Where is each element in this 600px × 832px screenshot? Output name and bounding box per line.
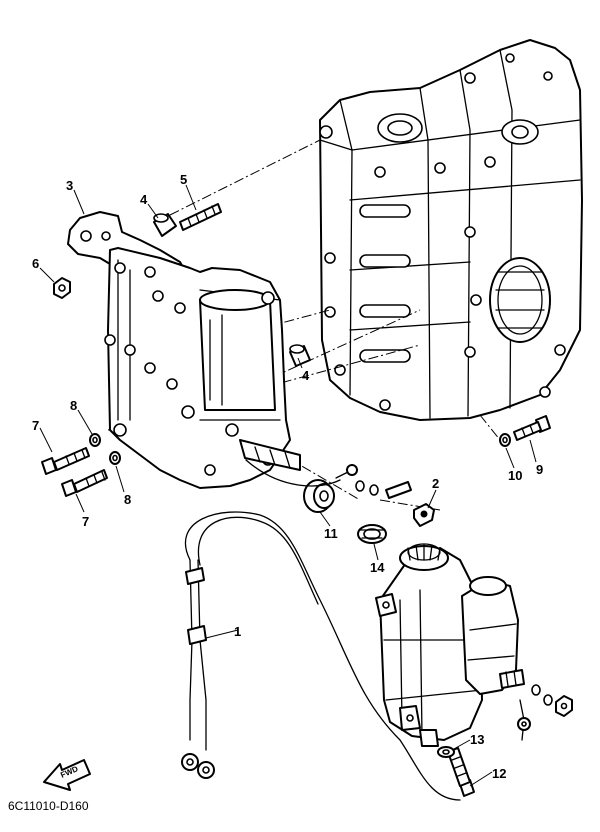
callout-14: 14	[370, 560, 385, 575]
starter-motor	[375, 543, 525, 747]
bolt-part-9	[513, 415, 551, 441]
engine-block	[319, 39, 583, 421]
callout-9: 9	[536, 462, 543, 477]
leader-lines	[39, 184, 537, 787]
starter-terminal-hardware	[531, 684, 573, 717]
callout-5: 5	[180, 172, 187, 187]
wire-harness-part-1	[181, 459, 531, 801]
callout-4-lower: 4	[302, 368, 310, 383]
terminal-cap-part-2	[355, 480, 435, 527]
grommet-part-11	[303, 479, 335, 513]
callout-1: 1	[234, 624, 241, 639]
bolt-part-7-upper	[41, 447, 90, 475]
washer-part-10-hole	[502, 436, 508, 444]
callouts: 1 2 3 4 4 5 6 7 7 8 8 9 10 11 12 13 14	[32, 172, 543, 781]
callout-3: 3	[66, 178, 73, 193]
callout-2: 2	[432, 476, 439, 491]
washer-part-8-lower-hole	[112, 454, 118, 462]
callout-8-upper: 8	[70, 398, 77, 413]
collar-part-4-lower	[289, 344, 311, 367]
forward-arrow: FWD	[43, 759, 91, 791]
collar-part-4-upper	[153, 213, 177, 237]
callout-8-lower: 8	[124, 492, 131, 507]
callout-11: 11	[324, 526, 338, 541]
bolt-part-7-lower	[61, 469, 108, 497]
callout-12: 12	[492, 766, 506, 781]
clamp-part-14	[357, 524, 387, 544]
callout-4-upper: 4	[140, 192, 148, 207]
washer-part-13-hole	[442, 749, 450, 755]
stud-bolt-part-5	[179, 203, 222, 231]
callout-6: 6	[32, 256, 39, 271]
nut-part-6	[53, 277, 71, 299]
callout-13: 13	[470, 732, 484, 747]
callout-7-lower: 7	[82, 514, 89, 529]
upper-case-plate	[104, 247, 301, 489]
callout-7-upper: 7	[32, 418, 39, 433]
catalog-code: 6C11010-D160	[8, 799, 89, 813]
washer-part-8-upper-hole	[92, 436, 98, 444]
callout-10: 10	[508, 468, 522, 483]
bolt-part-12	[447, 747, 475, 797]
